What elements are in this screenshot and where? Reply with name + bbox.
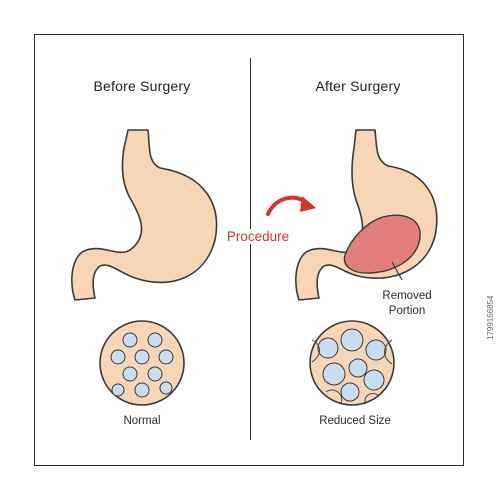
panel-divider xyxy=(250,58,251,440)
normal-stomach xyxy=(71,129,218,301)
removed-portion-label: Removed Portion xyxy=(382,290,432,317)
annotation-pointer xyxy=(391,261,403,281)
stock-image-id: 1799166854 xyxy=(486,295,495,341)
normal-caption: Normal xyxy=(123,415,161,427)
reduced-size-caption: Reduced Size xyxy=(319,415,391,427)
before-surgery-title: Before Surgery xyxy=(93,78,191,94)
procedure-label: Procedure xyxy=(218,229,298,244)
after-surgery-title: After Surgery xyxy=(315,78,401,94)
curved-arrow-icon xyxy=(266,195,316,216)
normal-cells-magnifier xyxy=(99,320,185,406)
removed-portion xyxy=(343,214,421,274)
reduced-stomach xyxy=(295,129,438,301)
reduced-cells-magnifier xyxy=(309,320,395,406)
